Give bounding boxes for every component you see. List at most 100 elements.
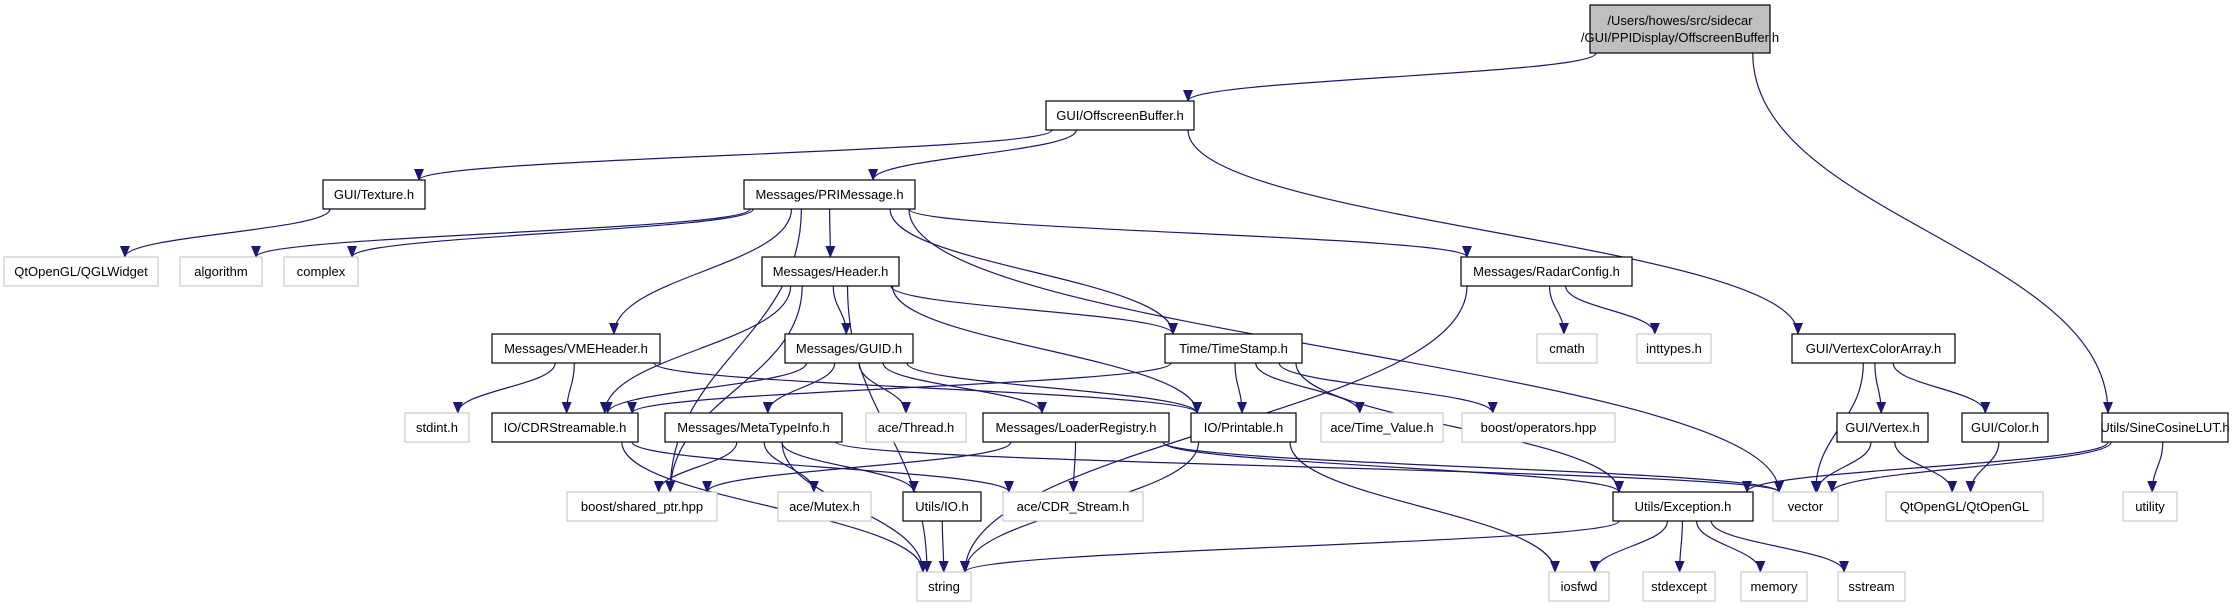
edge-primessage-to-complex xyxy=(347,208,754,258)
edge-sinecosine-to-utility xyxy=(2147,441,2164,493)
edge-metatypeinfo-to-acemutex xyxy=(763,441,819,493)
node-guicolor[interactable]: GUI/Color.h xyxy=(1961,412,2049,443)
edge-metatypeinfo-to-sharedptr xyxy=(653,441,738,493)
edge-texture-to-qglwidget xyxy=(120,208,331,258)
edge-loaderregistry-to-cdrstream xyxy=(1068,441,1079,493)
node-guivertex[interactable]: GUI/Vertex.h xyxy=(1836,412,1929,443)
node-box xyxy=(761,256,900,287)
node-label: GUI/VertexColorArray.h xyxy=(1806,341,1942,356)
node-exception[interactable]: Utils/Exception.h xyxy=(1612,491,1754,522)
node-timestamp[interactable]: Time/TimeStamp.h xyxy=(1164,333,1303,364)
edge-utilsio-to-string xyxy=(938,520,949,573)
edge-header-to-cdrstreamable xyxy=(599,285,792,414)
node-label: vector xyxy=(1788,499,1824,514)
edge-loaderregistry-to-exception xyxy=(1162,441,1624,493)
node-label: Messages/Header.h xyxy=(773,264,889,279)
node-texture[interactable]: GUI/Texture.h xyxy=(322,179,426,210)
node-label: ace/CDR_Stream.h xyxy=(1017,499,1130,514)
node-string: string xyxy=(916,571,972,602)
node-box xyxy=(1460,256,1633,287)
edge-exception-to-string xyxy=(960,520,1620,573)
node-utility: utility xyxy=(2122,491,2178,522)
node-printable[interactable]: IO/Printable.h xyxy=(1190,412,1297,443)
node-label: Utils/SineCosineLUT.h xyxy=(2100,420,2229,435)
node-vertexcolorarray[interactable]: GUI/VertexColorArray.h xyxy=(1791,333,1956,364)
node-sharedptr: boost/shared_ptr.hpp xyxy=(566,491,718,522)
node-offscreen[interactable]: GUI/OffscreenBuffer.h xyxy=(1045,100,1195,131)
node-box xyxy=(1961,412,2049,443)
edge-sinecosine-to-vector xyxy=(1827,441,2112,493)
node-label: Time/TimeStamp.h xyxy=(1179,341,1288,356)
node-guid[interactable]: Messages/GUID.h xyxy=(784,333,914,364)
node-box xyxy=(1740,571,1808,602)
edge-metatypeinfo-to-utilsio xyxy=(781,441,919,493)
node-label: inttypes.h xyxy=(1646,341,1702,356)
node-label: IO/CDRStreamable.h xyxy=(504,420,627,435)
edge-root-to-offscreen xyxy=(1183,52,1597,102)
node-box xyxy=(664,412,843,443)
edge-guid-to-printable xyxy=(906,362,1202,414)
node-metatypeinfo[interactable]: Messages/MetaTypeInfo.h xyxy=(664,412,843,443)
node-label: Messages/PRIMessage.h xyxy=(755,187,903,202)
edge-radarconfig-to-cmath xyxy=(1548,285,1569,335)
edge-header-to-guid xyxy=(832,285,852,335)
node-cdrstreamable[interactable]: IO/CDRStreamable.h xyxy=(491,412,639,443)
node-sstream: sstream xyxy=(1837,571,1906,602)
node-label: ace/Time_Value.h xyxy=(1330,420,1433,435)
node-box xyxy=(491,333,661,364)
node-sinecosine[interactable]: Utils/SineCosineLUT.h xyxy=(2100,412,2230,443)
node-label: stdexcept xyxy=(1651,579,1707,594)
node-box xyxy=(322,179,426,210)
node-box xyxy=(179,256,263,287)
edge-guid-to-cdrstreamable xyxy=(602,362,807,414)
node-box xyxy=(1791,333,1956,364)
node-label: boost/shared_ptr.hpp xyxy=(581,499,703,514)
node-box xyxy=(2122,491,2178,522)
node-root[interactable]: /Users/howes/src/sidecar/GUI/PPIDisplay/… xyxy=(1581,4,1779,54)
node-acemutex: ace/Mutex.h xyxy=(777,491,872,522)
node-radarconfig[interactable]: Messages/RadarConfig.h xyxy=(1460,256,1633,287)
node-label: Utils/Exception.h xyxy=(1635,499,1732,514)
node-box xyxy=(1461,412,1616,443)
edge-guid-to-acethread xyxy=(858,362,911,414)
node-label: stdint.h xyxy=(416,420,458,435)
node-box xyxy=(743,179,916,210)
node-iosfwd: iosfwd xyxy=(1548,571,1610,602)
edge-offscreen-to-texture xyxy=(414,129,1053,181)
edge-timestamp-to-cdrstreamable xyxy=(627,362,1172,414)
node-box xyxy=(902,491,982,522)
node-label: /GUI/PPIDisplay/OffscreenBuffer.h xyxy=(1581,30,1779,45)
edge-vertexcolorarray-to-guivertex xyxy=(1874,362,1887,414)
edge-primessage-to-timestamp xyxy=(889,208,1178,335)
node-label: boost/operators.hpp xyxy=(1481,420,1597,435)
edge-header-to-printable xyxy=(891,285,1202,414)
node-vmeheader[interactable]: Messages/VMEHeader.h xyxy=(491,333,661,364)
node-memory: memory xyxy=(1740,571,1808,602)
node-acethread: ace/Thread.h xyxy=(865,412,967,443)
node-label: iosfwd xyxy=(1561,579,1598,594)
node-label: Messages/VMEHeader.h xyxy=(504,341,648,356)
node-operators: boost/operators.hpp xyxy=(1461,412,1616,443)
node-box xyxy=(777,491,872,522)
node-box xyxy=(1320,412,1444,443)
node-stdint: stdint.h xyxy=(404,412,470,443)
node-utilsio[interactable]: Utils/IO.h xyxy=(902,491,982,522)
node-box xyxy=(1885,491,2044,522)
node-stdexcept: stdexcept xyxy=(1642,571,1716,602)
node-loaderregistry[interactable]: Messages/LoaderRegistry.h xyxy=(982,412,1170,443)
edge-timestamp-to-exception xyxy=(1295,362,1624,493)
node-label: string xyxy=(928,579,960,594)
node-label: sstream xyxy=(1848,579,1894,594)
node-header[interactable]: Messages/Header.h xyxy=(761,256,900,287)
node-box xyxy=(491,412,639,443)
edge-exception-to-memory xyxy=(1696,520,1766,573)
edge-vmeheader-to-stdint xyxy=(452,362,556,414)
node-box xyxy=(1642,571,1716,602)
node-primessage[interactable]: Messages/PRIMessage.h xyxy=(743,179,916,210)
node-box xyxy=(1190,412,1297,443)
edge-timestamp-to-timevalue xyxy=(1255,362,1365,414)
edge-cdrstreamable-to-cdrstream xyxy=(631,441,1014,493)
node-box xyxy=(916,571,972,602)
node-qglwidget: QtOpenGL/QGLWidget xyxy=(3,256,159,287)
edge-guicolor-to-qtopengl xyxy=(1965,441,2000,493)
